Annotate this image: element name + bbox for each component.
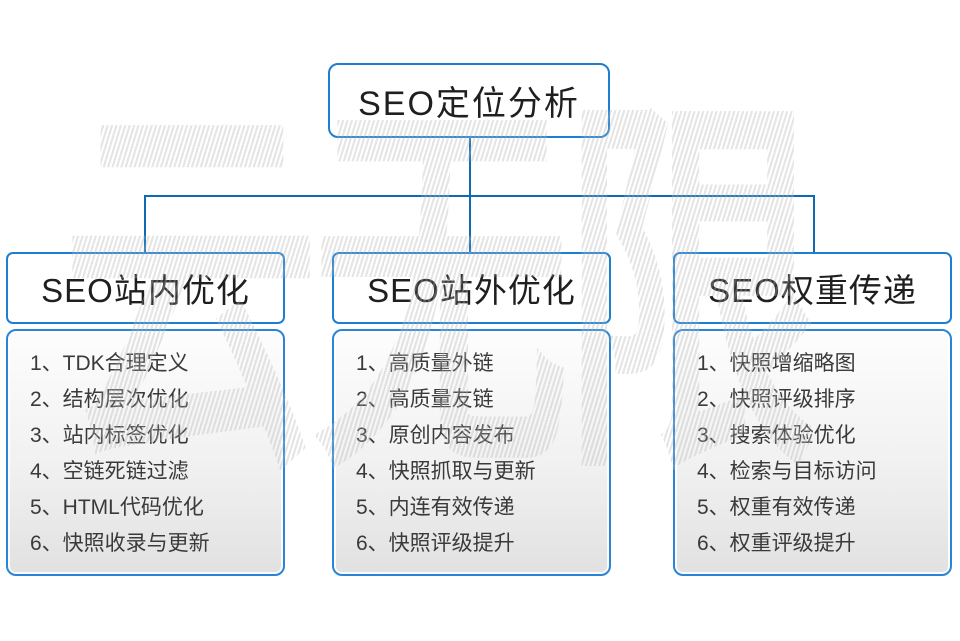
list-item: 3、搜索体验优化 xyxy=(697,424,856,447)
branch-header-label: SEO站内优化 xyxy=(41,272,250,309)
list-item: 4、检索与目标访问 xyxy=(697,460,877,483)
list-item: 1、快照增缩略图 xyxy=(697,352,856,375)
branch-header-label: SEO权重传递 xyxy=(708,272,917,309)
list-item: 2、高质量友链 xyxy=(356,388,494,411)
list-item: 3、原创内容发布 xyxy=(356,424,515,447)
branch-column-weight: SEO权重传递 1、快照增缩略图 2、快照评级排序 3、搜索体验优化 4、检索与… xyxy=(673,252,952,576)
list-item: 5、HTML代码优化 xyxy=(30,496,204,519)
list-item: 1、高质量外链 xyxy=(356,352,494,375)
list-item: 2、结构层次优化 xyxy=(30,388,189,411)
list-item: 6、快照收录与更新 xyxy=(30,532,210,555)
branch-column-onsite: SEO站内优化 1、TDK合理定义 2、结构层次优化 3、站内标签优化 4、空链… xyxy=(6,252,285,576)
list-item: 6、权重评级提升 xyxy=(697,532,856,555)
list-item: 5、内连有效传递 xyxy=(356,496,515,519)
connector-middle-drop-line xyxy=(469,195,471,253)
branch-list-onsite: 1、TDK合理定义 2、结构层次优化 3、站内标签优化 4、空链死链过滤 5、H… xyxy=(6,329,285,576)
branch-list-offsite: 1、高质量外链 2、高质量友链 3、原创内容发布 4、快照抓取与更新 5、内连有… xyxy=(332,329,611,576)
connector-root-vertical-line xyxy=(469,138,471,196)
connector-horizontal-line xyxy=(144,195,815,197)
branch-list-weight: 1、快照增缩略图 2、快照评级排序 3、搜索体验优化 4、检索与目标访问 5、权… xyxy=(673,329,952,576)
branch-header-onsite: SEO站内优化 xyxy=(6,252,285,324)
list-item: 4、快照抓取与更新 xyxy=(356,460,536,483)
connector-right-drop-line xyxy=(813,195,815,253)
root-node: SEO定位分析 xyxy=(328,63,610,138)
branch-header-offsite: SEO站外优化 xyxy=(332,252,611,324)
branch-header-weight: SEO权重传递 xyxy=(673,252,952,324)
list-item: 2、快照评级排序 xyxy=(697,388,856,411)
list-item: 5、权重有效传递 xyxy=(697,496,856,519)
list-item: 1、TDK合理定义 xyxy=(30,352,189,375)
list-item: 4、空链死链过滤 xyxy=(30,460,189,483)
connector-left-drop-line xyxy=(144,195,146,253)
root-node-label: SEO定位分析 xyxy=(358,85,580,123)
branch-header-label: SEO站外优化 xyxy=(367,272,576,309)
branch-column-offsite: SEO站外优化 1、高质量外链 2、高质量友链 3、原创内容发布 4、快照抓取与… xyxy=(332,252,611,576)
list-item: 3、站内标签优化 xyxy=(30,424,189,447)
list-item: 6、快照评级提升 xyxy=(356,532,515,555)
